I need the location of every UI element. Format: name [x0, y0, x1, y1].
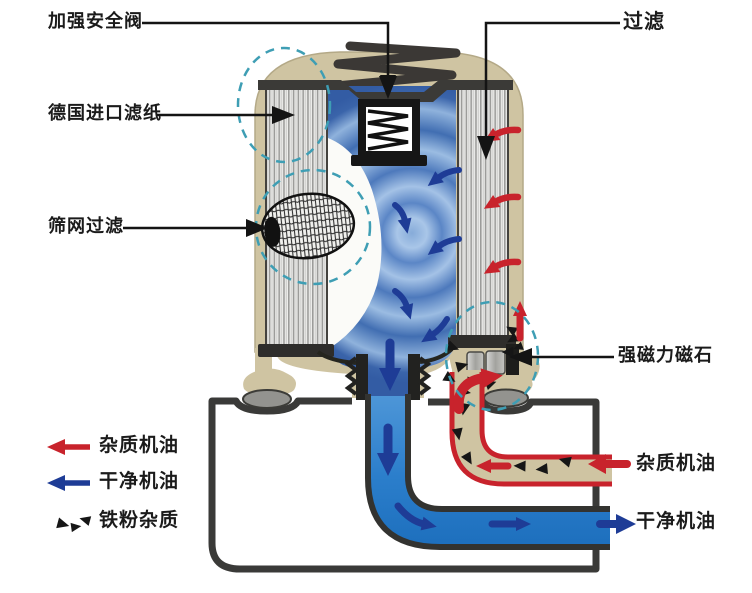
- highlight-circle-valve: [236, 46, 332, 164]
- legend-graphics: [47, 439, 92, 533]
- gasket-right: [483, 388, 529, 408]
- label-safety-valve: 加强安全阀: [48, 11, 143, 31]
- engine-block: [208, 397, 600, 573]
- outlet-neck: [316, 347, 454, 400]
- legend-blue-arrow: [47, 475, 90, 491]
- pointer-arrowheads: [246, 76, 532, 366]
- label-german-paper: 德国进口滤纸: [48, 103, 162, 123]
- mesh-screen: [260, 192, 356, 260]
- clean-oil-outlet-arrowhead: [616, 514, 636, 534]
- label-mesh-screen: 筛网过滤: [48, 216, 124, 236]
- legend-item-dirty-oil: 杂质机油: [99, 435, 180, 456]
- legend-red-arrow: [47, 439, 90, 455]
- top-spring: [331, 41, 461, 91]
- filter-paper-curve: [328, 138, 382, 348]
- gasket-left: [242, 389, 292, 409]
- clean-oil-arrows: [377, 167, 620, 531]
- label-dirty-oil-in: 杂质机油: [636, 453, 717, 474]
- valve-spring: [367, 109, 409, 151]
- dirty-oil-pipe: [449, 370, 612, 487]
- filter-paper-right: [448, 87, 516, 348]
- top-plate: [258, 80, 513, 102]
- legend-item-clean-oil: 干净机油: [99, 471, 180, 492]
- label-clean-oil-out: 干净机油: [636, 511, 717, 532]
- legend-iron-particles: [56, 513, 92, 533]
- pointer-lines: [123, 21, 620, 359]
- clean-oil-pipe: [365, 394, 610, 550]
- label-filtration: 过滤: [623, 11, 665, 33]
- pointer-filtration: [484, 21, 620, 138]
- legend-item-iron: 铁粉杂质: [99, 510, 180, 531]
- dirty-oil-inlet-arrowhead: [588, 454, 606, 474]
- dirty-oil-arrows: [453, 126, 631, 473]
- pointer-safety-valve: [142, 21, 396, 94]
- bypass-valve: [351, 99, 427, 166]
- label-magnet: 强磁力磁石: [618, 345, 713, 365]
